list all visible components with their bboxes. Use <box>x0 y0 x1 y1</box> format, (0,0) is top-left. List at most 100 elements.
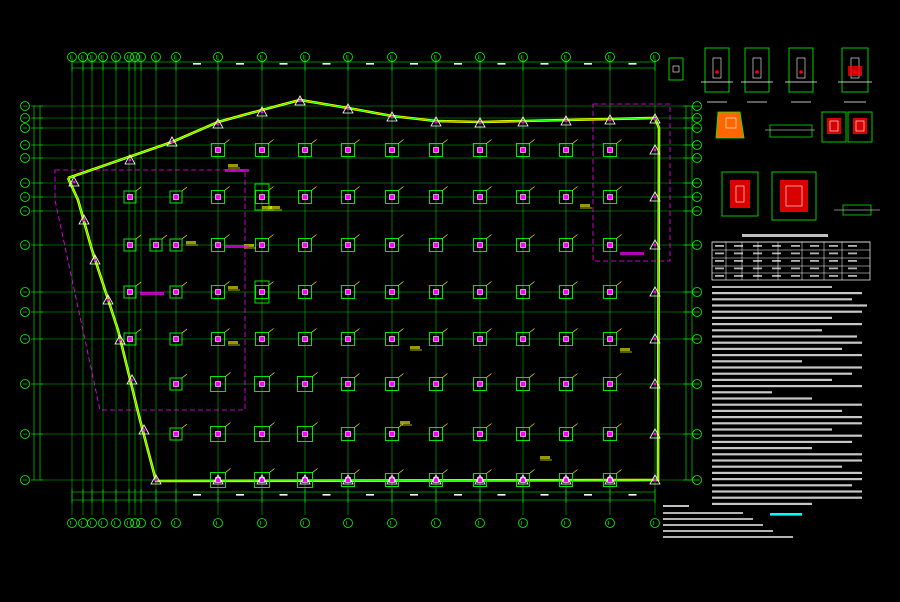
square-column-icon <box>127 194 133 200</box>
footing-tag-leader <box>529 186 535 191</box>
square-column-icon <box>389 336 395 342</box>
pile-cap-center <box>346 107 350 111</box>
notes-text-line <box>712 378 832 381</box>
footing <box>603 328 622 346</box>
pile-cap-center <box>72 180 76 184</box>
legend-text-line <box>663 524 763 526</box>
footing-tag-leader <box>161 234 168 240</box>
footing-pad-outline <box>559 427 573 441</box>
detail-column-section <box>771 171 817 221</box>
notes-text-line <box>712 465 842 468</box>
square-column-icon <box>520 431 526 437</box>
square-column-icon <box>215 147 221 153</box>
footing-pad-outline <box>603 377 617 391</box>
triangle-pile-cap-icon <box>114 334 126 345</box>
axis-bubble-icon <box>475 52 485 62</box>
footing-tag-leader <box>398 469 404 474</box>
axis-bubble-icon <box>98 518 108 528</box>
footing-tag-leader <box>354 281 360 286</box>
detail-section-1 <box>668 57 684 81</box>
square-column-icon <box>433 289 439 295</box>
triangle-pile-cap-icon <box>649 144 661 155</box>
tag-text-mark <box>540 456 550 459</box>
axis-bubble-icon <box>343 518 353 528</box>
footing <box>297 468 318 488</box>
notes-text-line <box>712 453 862 456</box>
footing-tag-leader <box>486 139 492 144</box>
dashed-zones <box>54 103 671 411</box>
table-cell-text-mark <box>791 267 800 270</box>
pile-cap-center <box>346 478 350 482</box>
footing <box>297 422 318 442</box>
detail-column-section <box>821 111 847 143</box>
dimension-text-mark <box>540 63 549 65</box>
footing-tag-leader <box>181 186 188 192</box>
footing-pad-outline <box>429 427 443 441</box>
square-column-icon <box>433 242 439 248</box>
dimension-text-mark <box>193 63 201 65</box>
square-column-icon <box>520 147 526 153</box>
square-column-icon <box>215 431 221 437</box>
table-cell-text-mark <box>848 252 857 255</box>
axis-bubble-icon <box>431 518 441 528</box>
footing-pad-outline <box>123 332 137 346</box>
footing-pad-outline <box>255 332 269 346</box>
square-column-icon <box>302 431 308 437</box>
footing <box>603 373 622 391</box>
notes-text-line <box>712 292 862 295</box>
notes-text-line <box>712 434 862 437</box>
pile-cap-center <box>434 120 438 124</box>
notes-text-line <box>712 329 822 332</box>
axis-bubble-icon <box>20 379 30 389</box>
axis-bubble-icon <box>561 52 571 62</box>
footing-pad-outline <box>255 285 269 299</box>
pile-cap-center <box>154 478 158 482</box>
footing-pad-outline <box>473 285 487 299</box>
square-column-icon <box>389 194 395 200</box>
footing-pad-outline <box>169 190 183 204</box>
square-column-icon <box>173 381 179 387</box>
square-column-icon <box>607 381 613 387</box>
notes-text-line <box>712 502 812 505</box>
general-notes <box>712 292 867 516</box>
zone-label-mark <box>225 245 249 248</box>
square-column-icon <box>477 381 483 387</box>
footing <box>341 234 360 252</box>
square-column-icon <box>389 242 395 248</box>
footing-pad-outline <box>341 377 355 391</box>
footing <box>516 234 535 252</box>
pile-caps <box>68 95 661 485</box>
axis-bubble-icon <box>605 518 615 528</box>
footing <box>211 234 230 252</box>
legend-text-line <box>663 530 773 532</box>
footing <box>385 373 404 391</box>
footing-tag-leader <box>486 328 492 333</box>
square-column-icon <box>520 336 526 342</box>
triangle-pile-cap-icon <box>430 116 442 127</box>
square-column-icon <box>345 431 351 437</box>
triangle-pile-cap-icon <box>126 374 138 385</box>
square-column-icon <box>520 242 526 248</box>
square-column-icon <box>563 242 569 248</box>
footing-tag-leader <box>268 328 274 333</box>
pile-cap-center <box>608 118 612 122</box>
footing-pad-outline <box>255 190 269 204</box>
axis-bubble-icon <box>213 52 223 62</box>
square-column-icon <box>302 381 308 387</box>
footing-pad-outline <box>123 285 137 299</box>
pile-cap-center <box>478 478 482 482</box>
square-column-icon <box>302 289 308 295</box>
footing-pad-outline <box>516 332 530 346</box>
axis-bubble-icon <box>20 429 30 439</box>
footing-pad-outline <box>516 427 530 441</box>
detail-pier <box>712 57 722 79</box>
footing-pad-outline <box>341 427 355 441</box>
axis-bubbles <box>20 52 702 528</box>
detail-rebar-fill <box>827 118 841 134</box>
axis-bubble-icon <box>20 153 30 163</box>
triangle-pile-cap-icon <box>649 474 661 485</box>
footing-tag-leader <box>572 373 578 378</box>
square-column-icon <box>345 194 351 200</box>
footing <box>341 328 360 346</box>
